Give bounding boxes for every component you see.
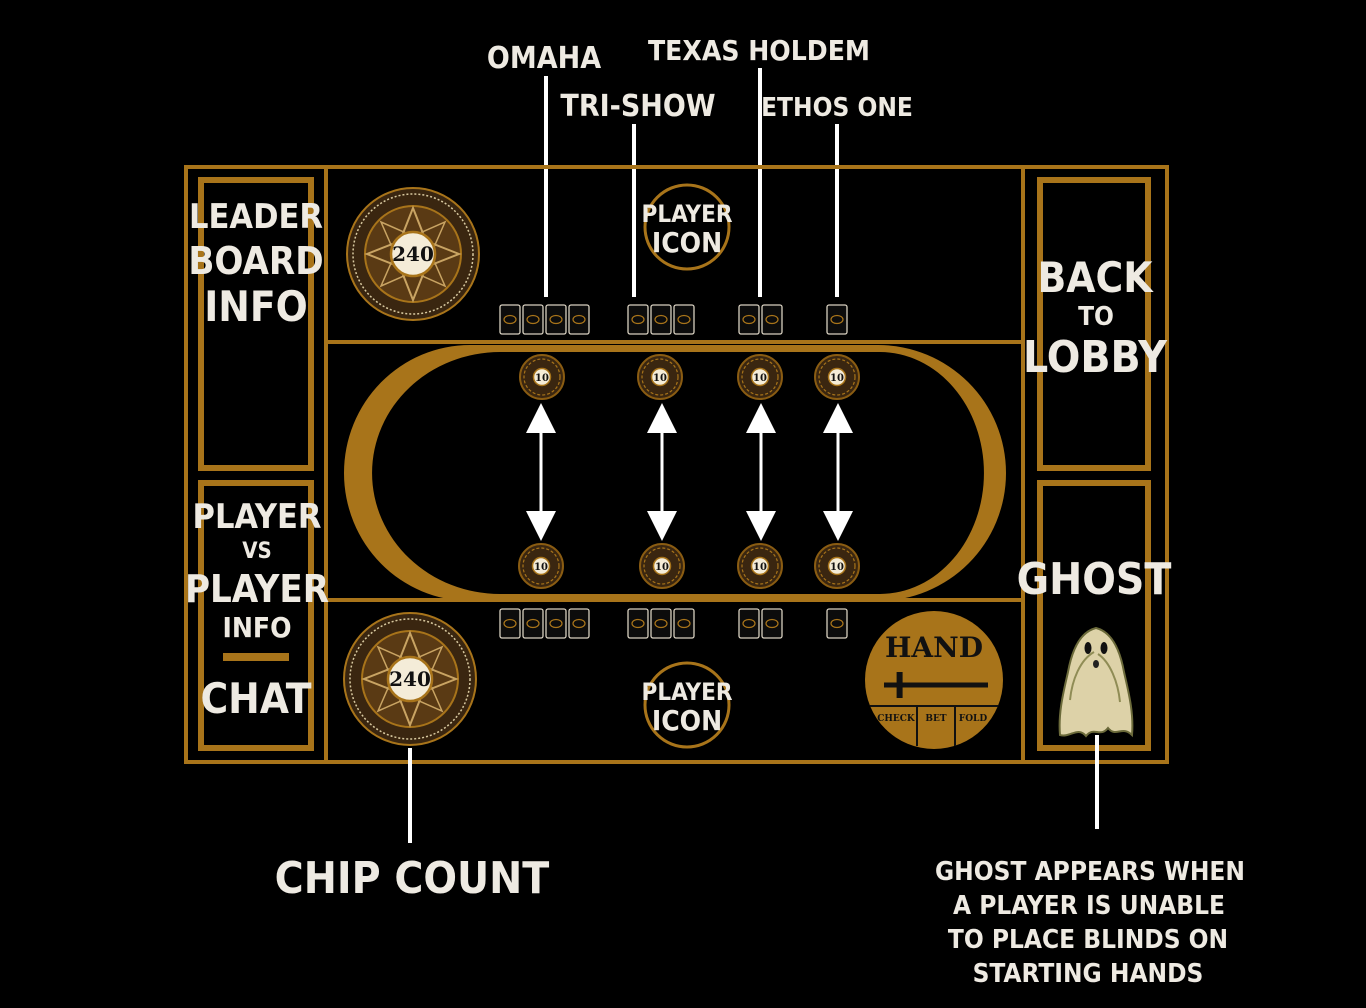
card: [499, 304, 521, 335]
leaderboard-panel[interactable]: LEADER BOARD INFO: [188, 177, 324, 471]
hand-control[interactable]: HAND CHECK BET FOLD: [865, 611, 1003, 749]
bottom-chip-count: 240: [389, 667, 431, 691]
card: [650, 608, 672, 639]
ghost-note-line-3: TO PLACE BLINDS ON: [948, 925, 1228, 955]
top-chip-count: 240: [392, 242, 434, 266]
back-label: BACK: [1037, 253, 1154, 302]
bet-chip-value: 10: [753, 562, 767, 573]
table-frame: [184, 165, 1169, 764]
pvp-chat-panel[interactable]: PLAYER VS PLAYER INFO CHAT: [185, 480, 329, 751]
bottom-chip-stack: 240: [343, 612, 477, 746]
tri-show-label: TRI-SHOW: [560, 89, 715, 124]
bottom-ethos-one-cards: [826, 608, 848, 639]
bet-chip: 10: [639, 543, 685, 589]
top-omaha-cards: [499, 304, 590, 335]
pvp-chat-separator: [223, 653, 289, 661]
pvp-line-1: PLAYER: [193, 497, 322, 537]
top-player-icon-line-1: PLAYER: [641, 200, 732, 228]
bet-chip: 10: [519, 354, 565, 400]
bottom-omaha-cards: [499, 608, 590, 639]
card: [673, 608, 695, 639]
bet-chip-value: 10: [655, 562, 669, 573]
top-ethos-one-cards: [826, 304, 848, 335]
top-texas-holdem-cards: [738, 304, 783, 335]
card: [627, 608, 649, 639]
chip-count-label: CHIP COUNT: [275, 853, 550, 904]
bet-chip-value: 10: [653, 373, 667, 384]
hand-title: HAND: [885, 631, 983, 664]
bet-chip: 10: [737, 354, 783, 400]
pvp-line-4: INFO: [222, 611, 291, 644]
check-button[interactable]: CHECK: [877, 714, 916, 724]
ghost-panel: GHOST: [1017, 480, 1172, 751]
ghost-label: GHOST: [1017, 554, 1172, 605]
ghost-note-line-1: GHOST APPEARS WHEN: [935, 857, 1245, 887]
bet-chip-value: 10: [753, 373, 767, 384]
card: [545, 608, 567, 639]
bet-button[interactable]: BET: [925, 714, 946, 724]
bet-chip: 10: [518, 543, 564, 589]
bet-chip: 10: [814, 543, 860, 589]
ethos-one-label: ETHOS ONE: [761, 93, 913, 123]
card: [499, 608, 521, 639]
card: [761, 304, 783, 335]
texas-holdem-label: TEXAS HOLDEM: [648, 34, 870, 67]
bet-chip-value: 10: [830, 373, 844, 384]
omaha-label: OMAHA: [487, 41, 601, 76]
back-to-lobby-button[interactable]: BACK TO LOBBY: [1023, 177, 1168, 471]
card: [627, 304, 649, 335]
card: [522, 608, 544, 639]
bet-chip-value: 10: [534, 562, 548, 573]
bet-chip-value: 10: [830, 562, 844, 573]
card: [673, 304, 695, 335]
pvp-line-2: VS: [242, 539, 272, 564]
bet-chip-value: 10: [535, 373, 549, 384]
top-tri-show-cards: [627, 304, 695, 335]
ghost-note-line-2: A PLAYER IS UNABLE: [953, 891, 1225, 921]
bet-chip: 10: [814, 354, 860, 400]
bet-chip: 10: [737, 543, 783, 589]
leaderboard-line-1: LEADER: [189, 197, 323, 237]
card: [826, 304, 848, 335]
top-player-icon[interactable]: PLAYER ICON: [641, 183, 733, 271]
top-player-icon-line-2: ICON: [652, 226, 722, 259]
chat-label: CHAT: [200, 674, 311, 723]
card: [545, 304, 567, 335]
card: [738, 304, 760, 335]
card: [738, 608, 760, 639]
card: [826, 608, 848, 639]
pvp-line-3: PLAYER: [185, 567, 329, 611]
lobby-label: LOBBY: [1023, 332, 1168, 383]
table-oval: [344, 345, 1006, 601]
card: [568, 608, 590, 639]
card: [650, 304, 672, 335]
bet-chip: 10: [637, 354, 683, 400]
bottom-player-icon-line-1: PLAYER: [641, 678, 732, 706]
card: [522, 304, 544, 335]
leaderboard-line-3: INFO: [204, 282, 308, 331]
bottom-player-icon-line-2: ICON: [652, 704, 722, 737]
to-label: TO: [1078, 302, 1114, 332]
bottom-player-icon[interactable]: PLAYER ICON: [641, 661, 733, 749]
card: [568, 304, 590, 335]
ghost-note-line-4: STARTING HANDS: [973, 959, 1204, 989]
bet-slider-handle[interactable]: [896, 672, 903, 698]
top-chip-stack: 240: [346, 187, 480, 321]
fold-button[interactable]: FOLD: [959, 714, 988, 724]
card: [761, 608, 783, 639]
bottom-texas-holdem-cards: [738, 608, 783, 639]
ghost-icon: [1058, 626, 1134, 738]
bottom-tri-show-cards: [627, 608, 695, 639]
leaderboard-line-2: BOARD: [188, 239, 323, 283]
